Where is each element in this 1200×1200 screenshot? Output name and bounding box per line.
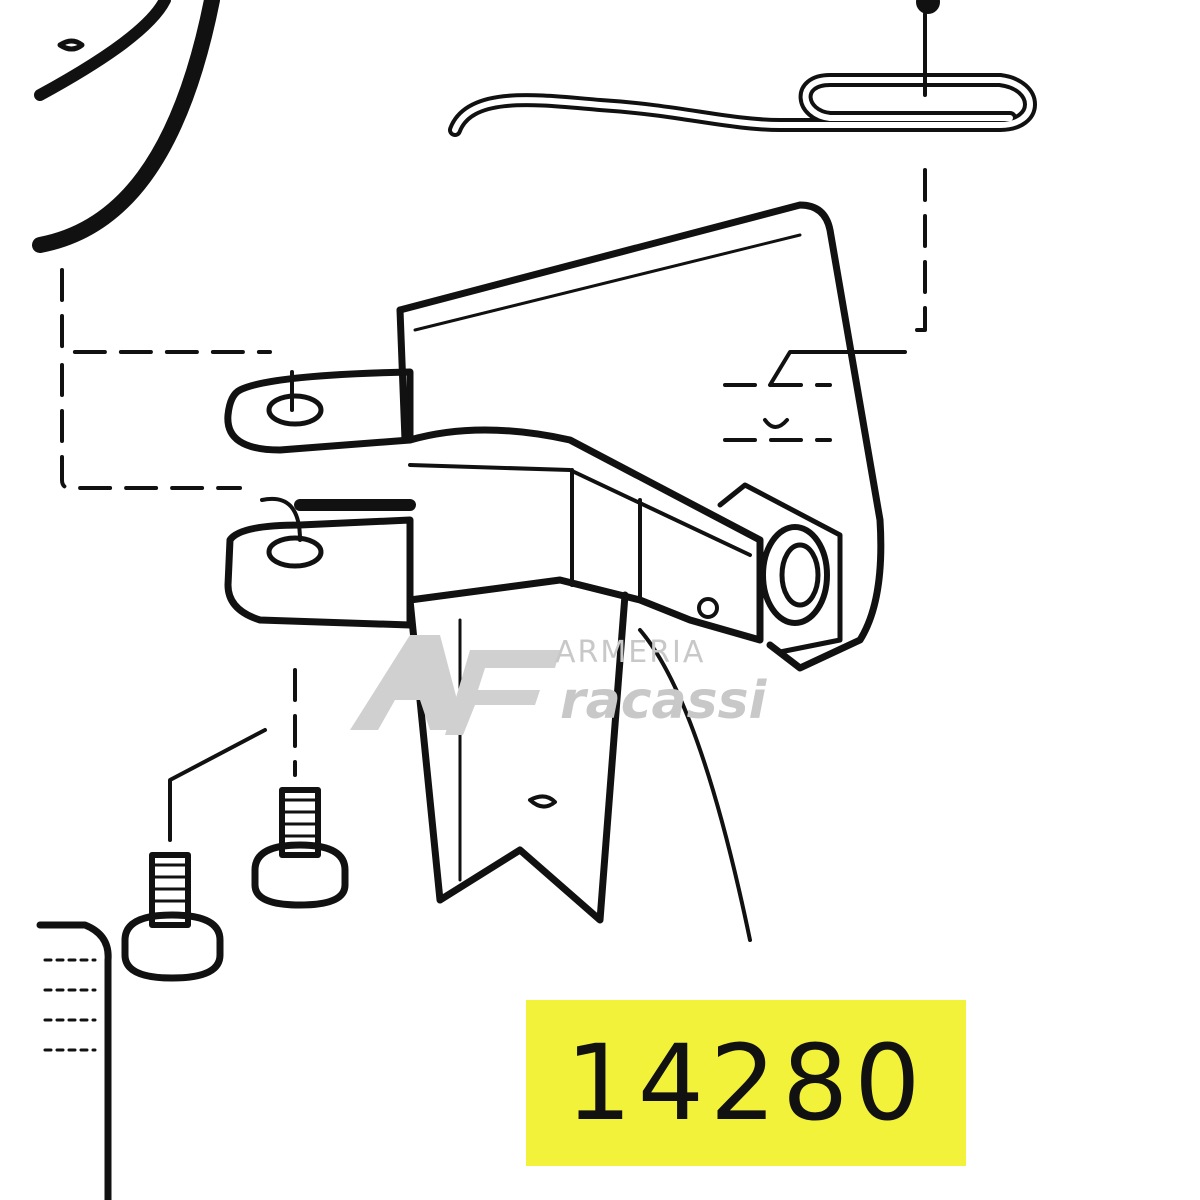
dashed-guide-lines	[60, 168, 927, 777]
wire-spring	[448, 0, 1037, 137]
screw-left	[121, 852, 224, 982]
screw-right	[251, 787, 349, 909]
knurled-pin	[36, 921, 112, 1200]
watermark-line2: racassi	[560, 671, 768, 731]
watermark-line1: ARMERIA	[555, 635, 705, 670]
hammer-assembly	[168, 201, 907, 942]
part-number-label: 14280	[526, 1000, 966, 1166]
watermark-logo: ARMERIA racassi	[350, 635, 768, 735]
part-number-text: 14280	[565, 1022, 927, 1144]
circular-housing	[32, 0, 220, 253]
